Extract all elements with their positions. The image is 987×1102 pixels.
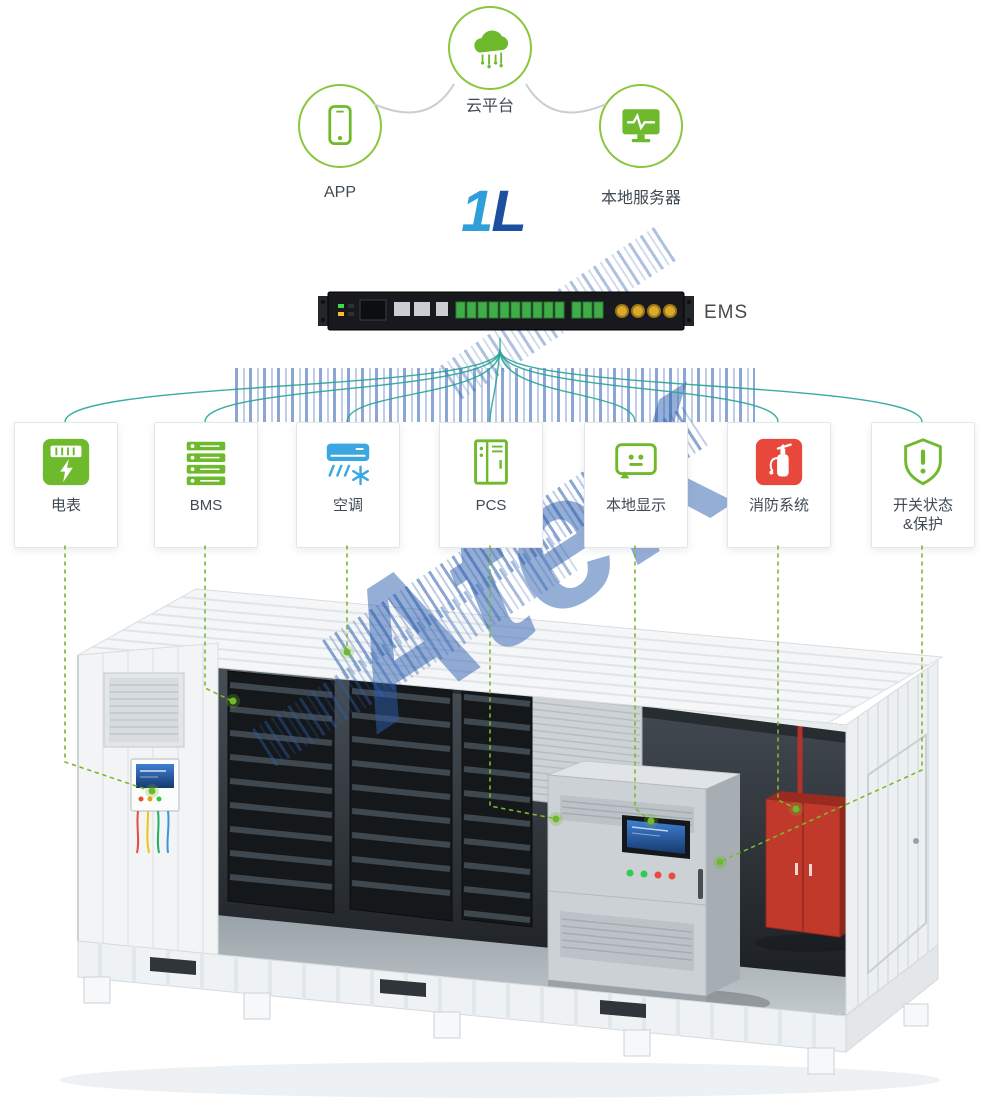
module-fire: 消防系统	[727, 422, 831, 548]
module-label: 消防系统	[748, 497, 809, 514]
ems-label: EMS	[704, 302, 749, 323]
status-led-red	[654, 871, 662, 879]
air-conditioner-icon	[326, 443, 370, 486]
cloud-platform-node	[448, 6, 532, 90]
display-icon	[615, 443, 657, 479]
module-label-line2: &保护	[902, 515, 943, 533]
app-node	[298, 84, 382, 168]
ethernet-port	[394, 302, 410, 316]
app-label: APP	[323, 184, 356, 201]
fire-extinguisher-icon	[755, 438, 803, 486]
door-handle	[913, 838, 919, 844]
louver-vent	[103, 672, 185, 748]
ems-device	[318, 291, 694, 331]
module-label: PCS	[475, 497, 507, 514]
module-label: 电表	[50, 497, 81, 514]
module-pcs: PCS	[439, 422, 543, 548]
brand-logo: 1 L	[428, 176, 558, 246]
status-led-green	[626, 869, 634, 877]
terminal-block	[455, 301, 604, 319]
pcs-cabinet	[520, 760, 770, 1018]
module-meter: 电表	[14, 422, 118, 548]
brand-logo-2: L	[491, 178, 526, 244]
module-switch-protect: 开关状态 &保护	[871, 422, 975, 548]
cabinet-handle	[698, 869, 703, 899]
module-label: 开关状态 &保护	[893, 497, 953, 535]
module-label-line1: 开关状态	[892, 497, 953, 514]
module-display: 本地显示	[584, 422, 688, 548]
module-label: BMS	[189, 497, 223, 514]
container-base	[77, 940, 939, 1075]
monitor-icon	[622, 109, 660, 143]
phone-icon	[328, 105, 352, 146]
module-hvac: 空调	[296, 422, 400, 548]
watermark-band	[235, 368, 755, 422]
module-label: 本地显示	[605, 497, 666, 514]
usb-port	[436, 302, 448, 316]
cloud-platform-label: 云平台	[465, 98, 514, 115]
local-server-node	[599, 84, 683, 168]
cabinet-icon	[474, 439, 508, 485]
module-bms: BMS	[154, 422, 258, 548]
battery-stack-icon	[186, 441, 226, 486]
meter-icon	[42, 438, 90, 486]
left-end-face	[77, 642, 219, 968]
antenna-connectors	[615, 304, 677, 318]
ground-shadow	[60, 1062, 940, 1098]
brand-logo-1: 1	[461, 178, 493, 244]
module-label: 空调	[332, 497, 363, 514]
container-illustration	[60, 588, 944, 1098]
shield-alert-icon	[904, 438, 942, 486]
cloud-icon	[474, 30, 509, 69]
local-server-label: 本地服务器	[600, 190, 681, 207]
